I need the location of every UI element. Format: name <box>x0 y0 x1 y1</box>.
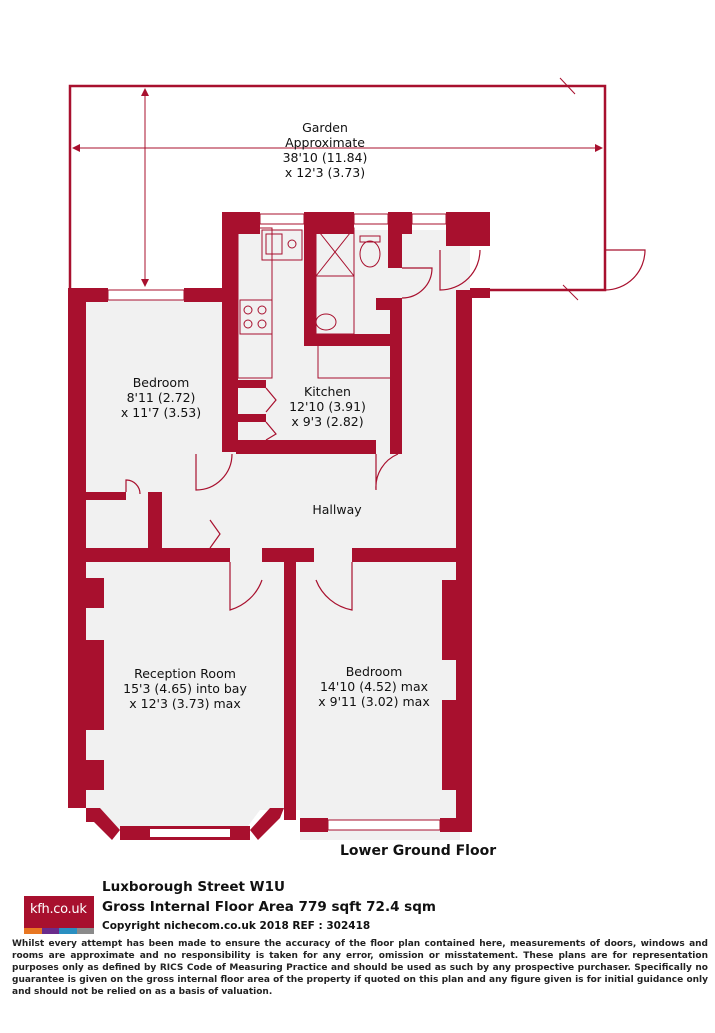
bedroom2-line1: 14'10 (4.52) max <box>319 679 428 694</box>
bedroom2-line2: x 9'11 (3.02) max <box>318 694 430 709</box>
copyright: Copyright nichecom.co.uk 2018 REF : 3024… <box>102 920 371 932</box>
bay-window <box>86 808 284 840</box>
kitchen-label: Kitchen 12'10 (3.91) x 9'3 (2.82) <box>270 384 385 429</box>
kitchen-name: Kitchen <box>304 384 351 399</box>
garden-arrows <box>72 88 603 287</box>
windows <box>107 213 447 831</box>
bedroom1-line1: 8'11 (2.72) <box>126 390 196 405</box>
kitchen-line1: 12'10 (3.91) <box>289 399 366 414</box>
garden-name: Garden <box>302 120 348 135</box>
bedroom1-name: Bedroom <box>132 375 190 390</box>
floor-label: Lower Ground Floor <box>340 843 497 859</box>
hallway-label: Hallway <box>297 502 377 517</box>
reception-name: Reception Room <box>134 666 236 681</box>
reception-label: Reception Room 15'3 (4.65) into bay x 12… <box>105 666 265 711</box>
bedroom1-label: Bedroom 8'11 (2.72) x 11'7 (3.53) <box>101 375 221 420</box>
bedroom2-label: Bedroom 14'10 (4.52) max x 9'11 (3.02) m… <box>304 664 444 709</box>
garden-line3: x 12'3 (3.73) <box>284 165 366 180</box>
logo-text: kfh.co.uk <box>30 902 87 917</box>
reception-line2: x 12'3 (3.73) max <box>129 696 241 711</box>
walls <box>86 230 470 840</box>
floor-area: Gross Internal Floor Area 779 sqft 72.4 … <box>102 899 436 915</box>
exterior-walls <box>68 212 490 832</box>
floor-area <box>86 230 470 840</box>
fixtures <box>237 227 390 379</box>
bedroom1-line2: x 11'7 (3.53) <box>120 405 202 420</box>
garden-line1: Approximate <box>285 135 365 150</box>
sink-icon <box>261 229 303 261</box>
disclaimer: Whilst every attempt has been made to en… <box>12 939 708 997</box>
doors <box>125 249 646 611</box>
basin-icon <box>315 313 337 331</box>
bedroom2-name: Bedroom <box>345 664 403 679</box>
kfh-logo[interactable]: kfh.co.uk <box>24 896 94 934</box>
logo-color-strip <box>24 928 94 934</box>
toilet-icon <box>359 240 381 268</box>
property-address: Luxborough Street W1U <box>102 879 285 895</box>
garden-line2: 38'10 (11.84) <box>282 150 368 165</box>
kitchen-line2: x 9'3 (2.82) <box>291 414 364 429</box>
hallway-name: Hallway <box>312 502 362 517</box>
floor-plan <box>68 77 646 840</box>
garden-label: Garden Approximate 38'10 (11.84) x 12'3 … <box>255 120 395 180</box>
reception-line1: 15'3 (4.65) into bay <box>123 681 247 696</box>
